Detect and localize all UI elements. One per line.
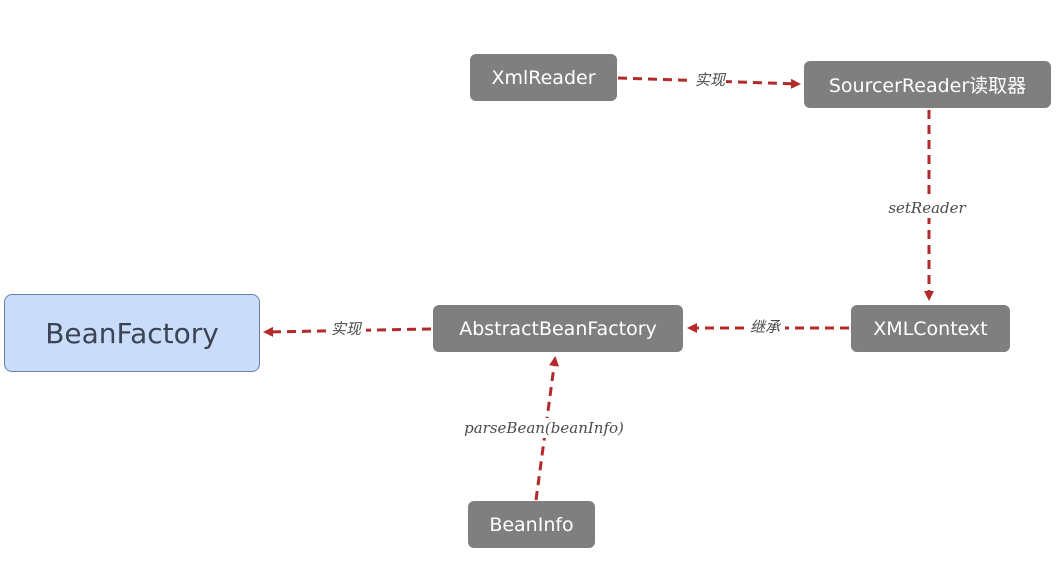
node-beanfactory[interactable]: BeanFactory <box>4 294 260 372</box>
edge-label-bg <box>326 320 366 338</box>
edge-label-bg <box>461 418 627 438</box>
node-sourcerreader[interactable]: SourcerReader读取器 <box>804 61 1051 108</box>
node-abstractbeanfactory[interactable]: AbstractBeanFactory <box>433 305 683 352</box>
node-beaninfo-label: BeanInfo <box>489 513 574 536</box>
edge-label-extends: 继承 <box>750 318 782 336</box>
edge-label-bg <box>688 70 726 88</box>
node-xmlreader-label: XmlReader <box>491 66 596 89</box>
node-beanfactory-label: BeanFactory <box>45 316 219 350</box>
node-abstractbeanfactory-label: AbstractBeanFactory <box>459 317 657 340</box>
node-xmlcontext[interactable]: XMLContext <box>851 305 1010 352</box>
edge-beaninfo-abstract <box>534 356 560 501</box>
node-xmlcontext-label: XMLContext <box>873 317 988 340</box>
edge-label-implements-1: 实现 <box>695 71 727 89</box>
edge-label-bg <box>888 198 970 218</box>
edge-label-bg <box>745 318 785 336</box>
edge-label-setreader: setReader <box>888 199 966 217</box>
node-sourcerreader-label: SourcerReader读取器 <box>828 75 1027 97</box>
edge-label-parsebean: parseBean(beanInfo) <box>464 419 624 437</box>
edge-label-implements-2: 实现 <box>331 320 363 338</box>
node-beaninfo[interactable]: BeanInfo <box>468 501 595 548</box>
node-xmlreader[interactable]: XmlReader <box>470 54 617 101</box>
